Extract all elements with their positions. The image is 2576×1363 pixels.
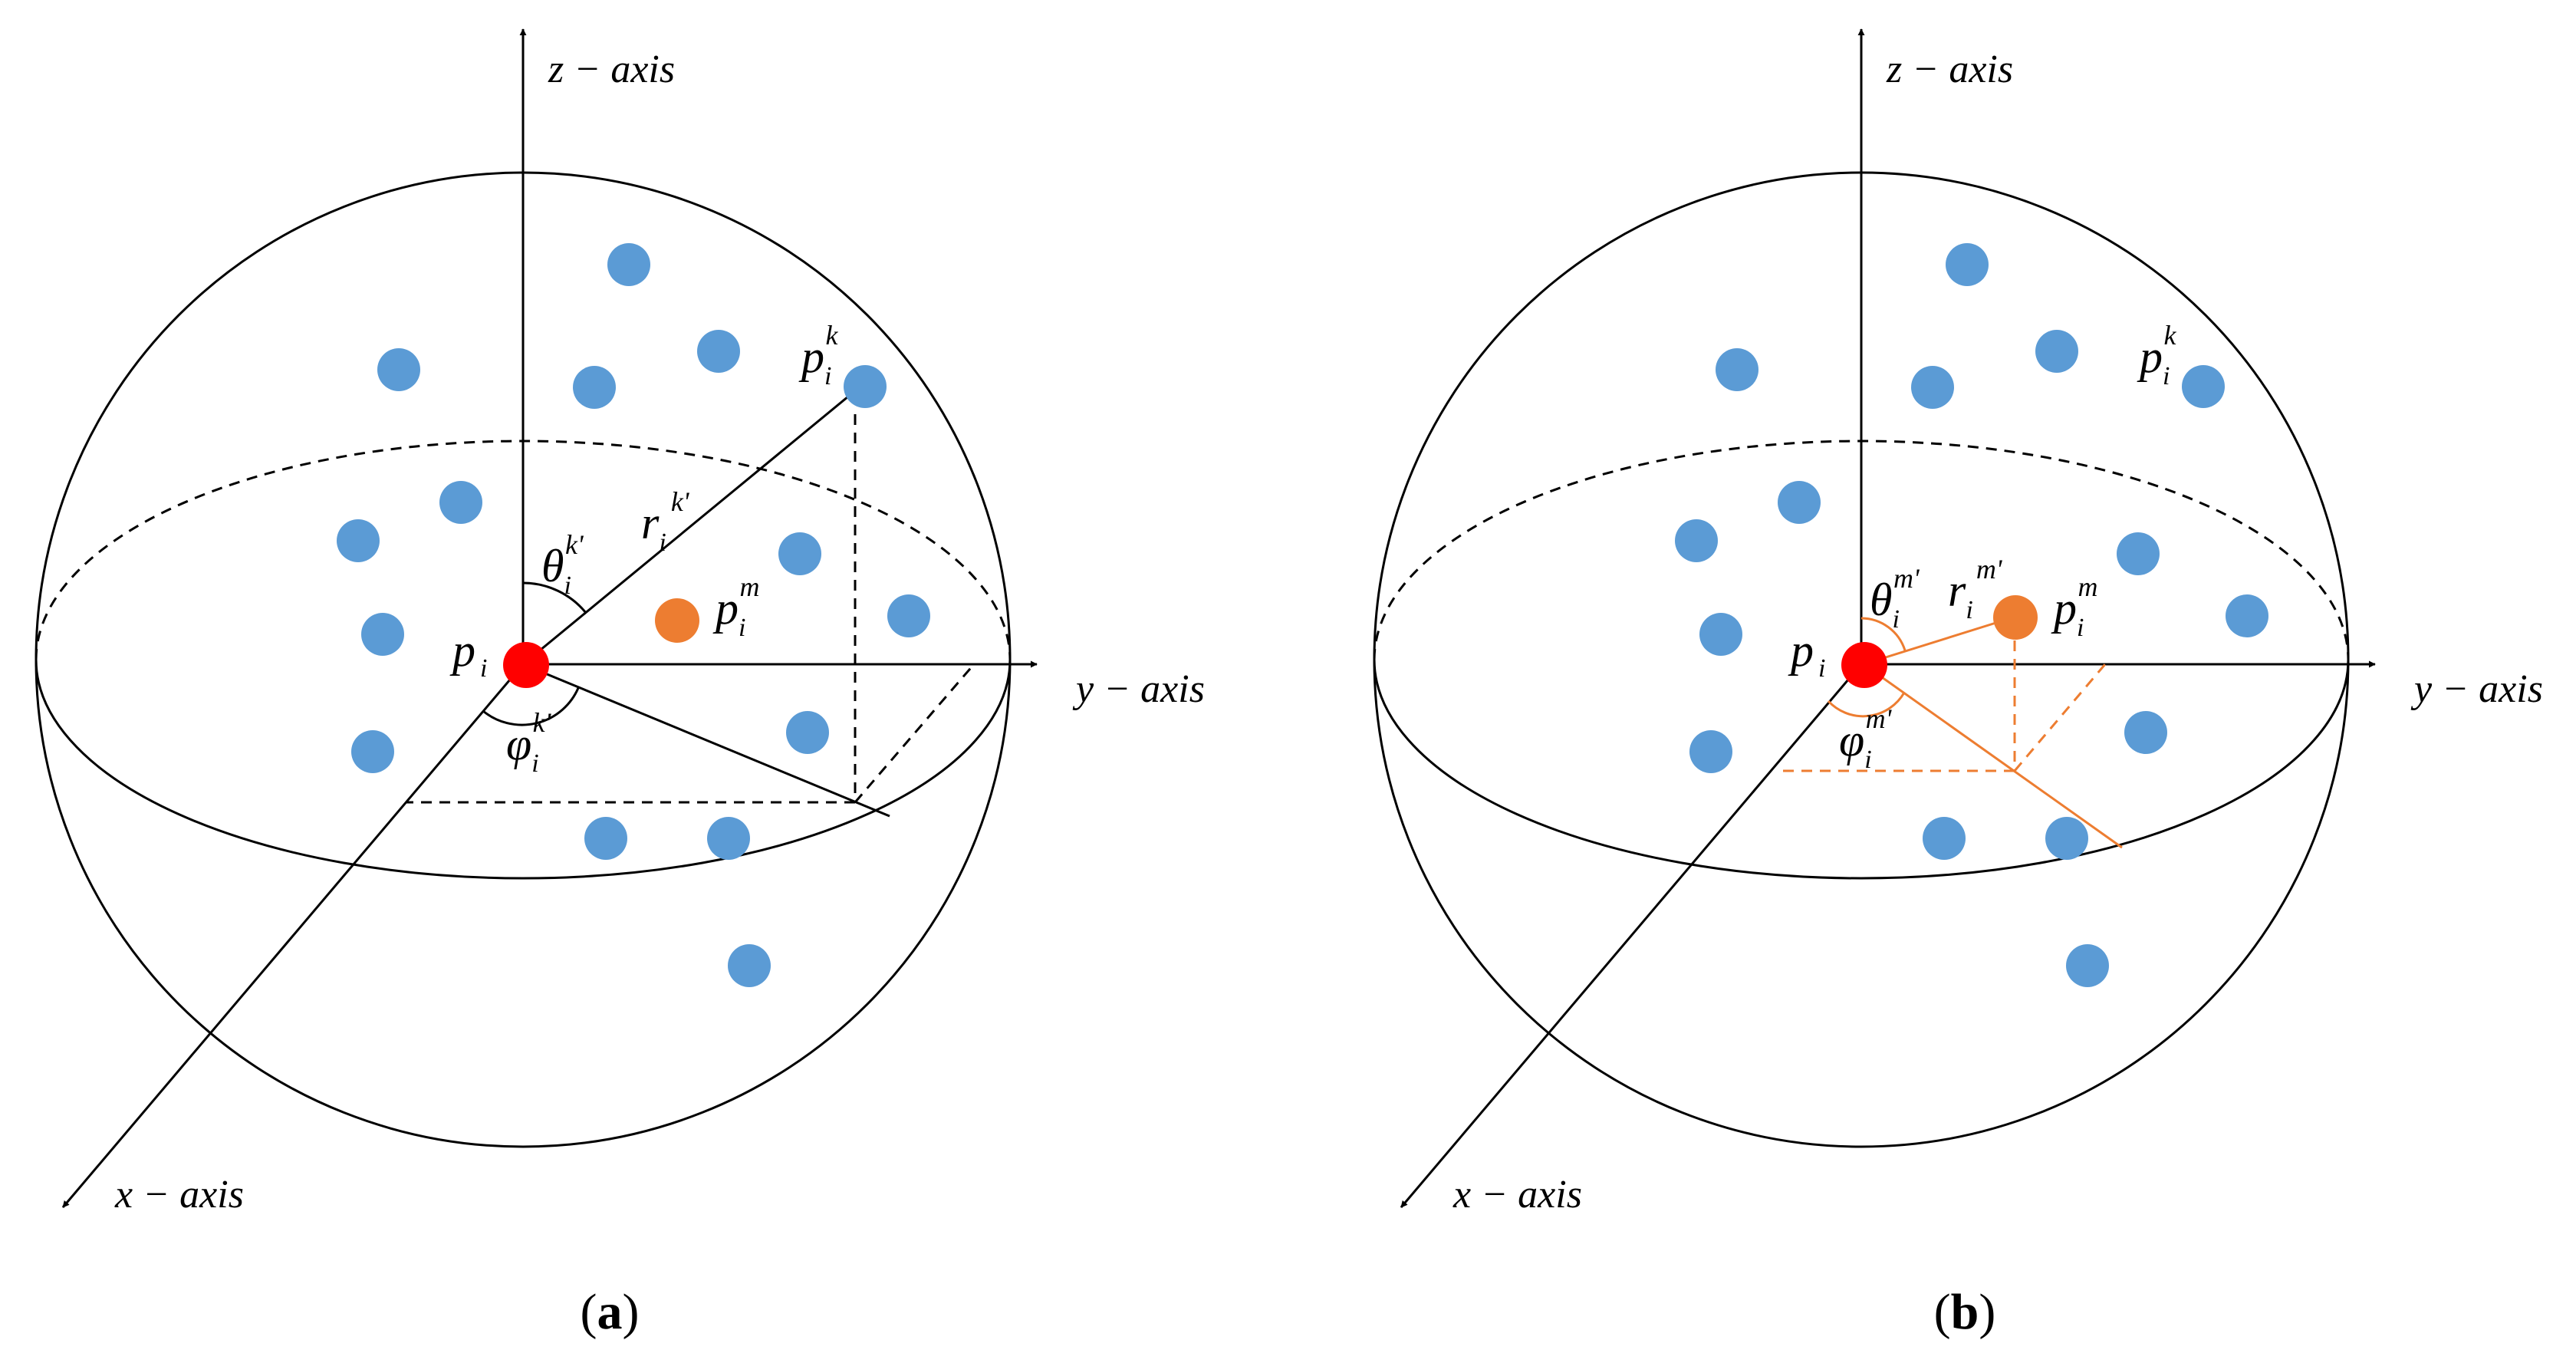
projection-on-plane [522,663,890,818]
center-point-pi [503,642,549,688]
projection-on-plane-orange [1863,663,2123,849]
x-axis-line [61,663,525,1208]
neighbor-point [1716,348,1758,391]
neighbor-point [786,711,829,754]
neighbor-point [2035,330,2078,373]
r-label: rim' [1948,554,2003,624]
neighbor-point [1946,243,1989,286]
x-axis-line [1400,663,1863,1208]
neighbor-point [2226,594,2268,637]
neighbor-point [2117,532,2160,575]
neighbor-point-pk [844,365,887,408]
neighbor-point [887,594,930,637]
neighbor-point [361,613,404,656]
neighbor-point [351,730,394,773]
y-axis-label: y − axis [1072,667,1205,711]
neighbor-points [337,243,930,987]
neighbor-point [728,944,771,987]
neighbor-point [707,817,750,860]
theta-arc-orange [1860,617,1907,651]
phi-arc-orange [1827,692,1906,718]
neighbor-point [607,243,650,286]
center-point-pi [1841,642,1887,688]
phi-arc [482,687,580,726]
caption-b: (b) [1934,1284,1996,1340]
phi-label: φik' [506,707,552,778]
neighbor-point [584,817,627,860]
radius-line-k [522,384,862,666]
pm-label: pim [2051,571,2097,642]
neighbor-point [377,348,420,391]
neighbor-point [1911,366,1954,409]
x-axis-label: x − axis [114,1173,244,1216]
neighbor-point [573,366,616,409]
radius-line-m [1863,616,2014,666]
neighbor-point [2045,817,2088,860]
neighbor-points [1675,243,2268,987]
theta-arc [522,581,587,614]
neighbor-point [1923,817,1966,860]
query-point-pm [655,598,699,643]
theta-label: θik' [541,529,584,600]
z-axis-label: z − axis [548,48,675,91]
theta-label: θim' [1870,563,1920,634]
neighbor-point [697,330,740,373]
z-axis-label: z − axis [1886,48,2013,91]
neighbor-point [2066,944,2109,987]
neighbor-point [778,532,821,575]
orange-projection-lines [1779,616,2123,849]
equator-front [1373,659,2350,880]
neighbor-point [439,481,482,524]
neighbor-point [1778,481,1821,524]
r-label: rik' [641,486,690,557]
neighbor-point [1699,613,1742,656]
neighbor-point [1675,519,1718,562]
pk-label: pik [798,320,838,390]
projection-dashed-x-orange [2013,663,2107,772]
pm-label: pim [712,571,759,642]
phi-label: φim' [1839,703,1893,774]
query-point-pm [1993,595,2038,640]
neighbor-point [337,519,380,562]
projection-dashed-x [854,663,975,803]
equator-front [35,659,1012,880]
neighbor-point-pk [2182,365,2225,408]
neighbor-point [2124,711,2167,754]
y-axis-label: y − axis [2410,667,2543,711]
x-axis-label: x − axis [1452,1173,1582,1216]
caption-a: (a) [581,1284,640,1340]
neighbor-point [1689,730,1732,773]
pk-label: pik [2137,320,2176,390]
